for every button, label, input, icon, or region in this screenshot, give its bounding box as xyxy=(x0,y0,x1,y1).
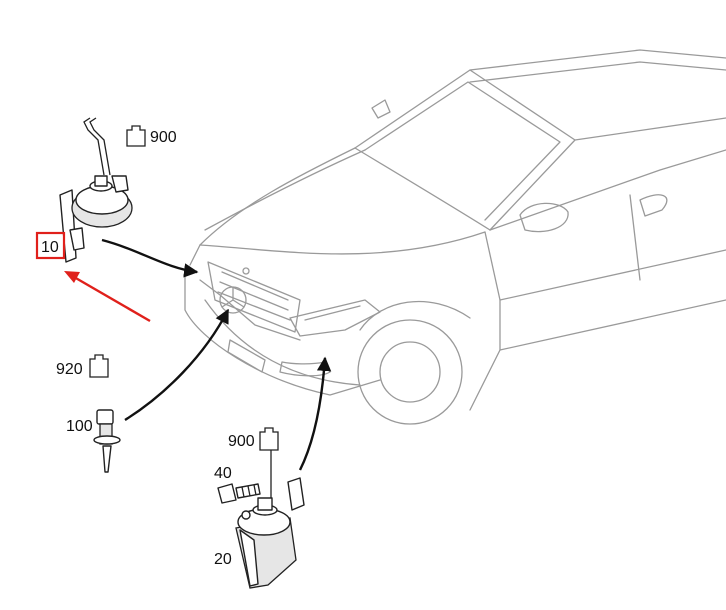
highlight-arrow-shaft xyxy=(73,275,151,323)
horn-10-drawing xyxy=(59,117,133,263)
highlight-arrow-head xyxy=(64,271,80,283)
label-horn-20: 20 xyxy=(214,551,232,568)
connector-920-icon xyxy=(89,354,109,378)
label-connector-900-top: 900 xyxy=(150,129,177,146)
bolt-40-icon xyxy=(217,483,261,504)
sensor-100-drawing xyxy=(93,409,121,473)
label-horn-10: 10 xyxy=(41,239,59,256)
car-outline xyxy=(184,49,726,425)
label-sensor-100: 100 xyxy=(66,418,93,435)
horn-20-drawing xyxy=(235,450,305,589)
highlight-box xyxy=(35,231,66,260)
highlight-callout xyxy=(35,231,151,323)
connector-900-top-icon xyxy=(126,125,146,147)
connector-900-bottom-icon xyxy=(259,427,279,451)
label-connector-900-bottom: 900 xyxy=(228,433,255,450)
leader-arrows xyxy=(101,238,332,471)
label-bolt-40: 40 xyxy=(214,465,232,482)
label-connector-920: 920 xyxy=(56,361,83,378)
